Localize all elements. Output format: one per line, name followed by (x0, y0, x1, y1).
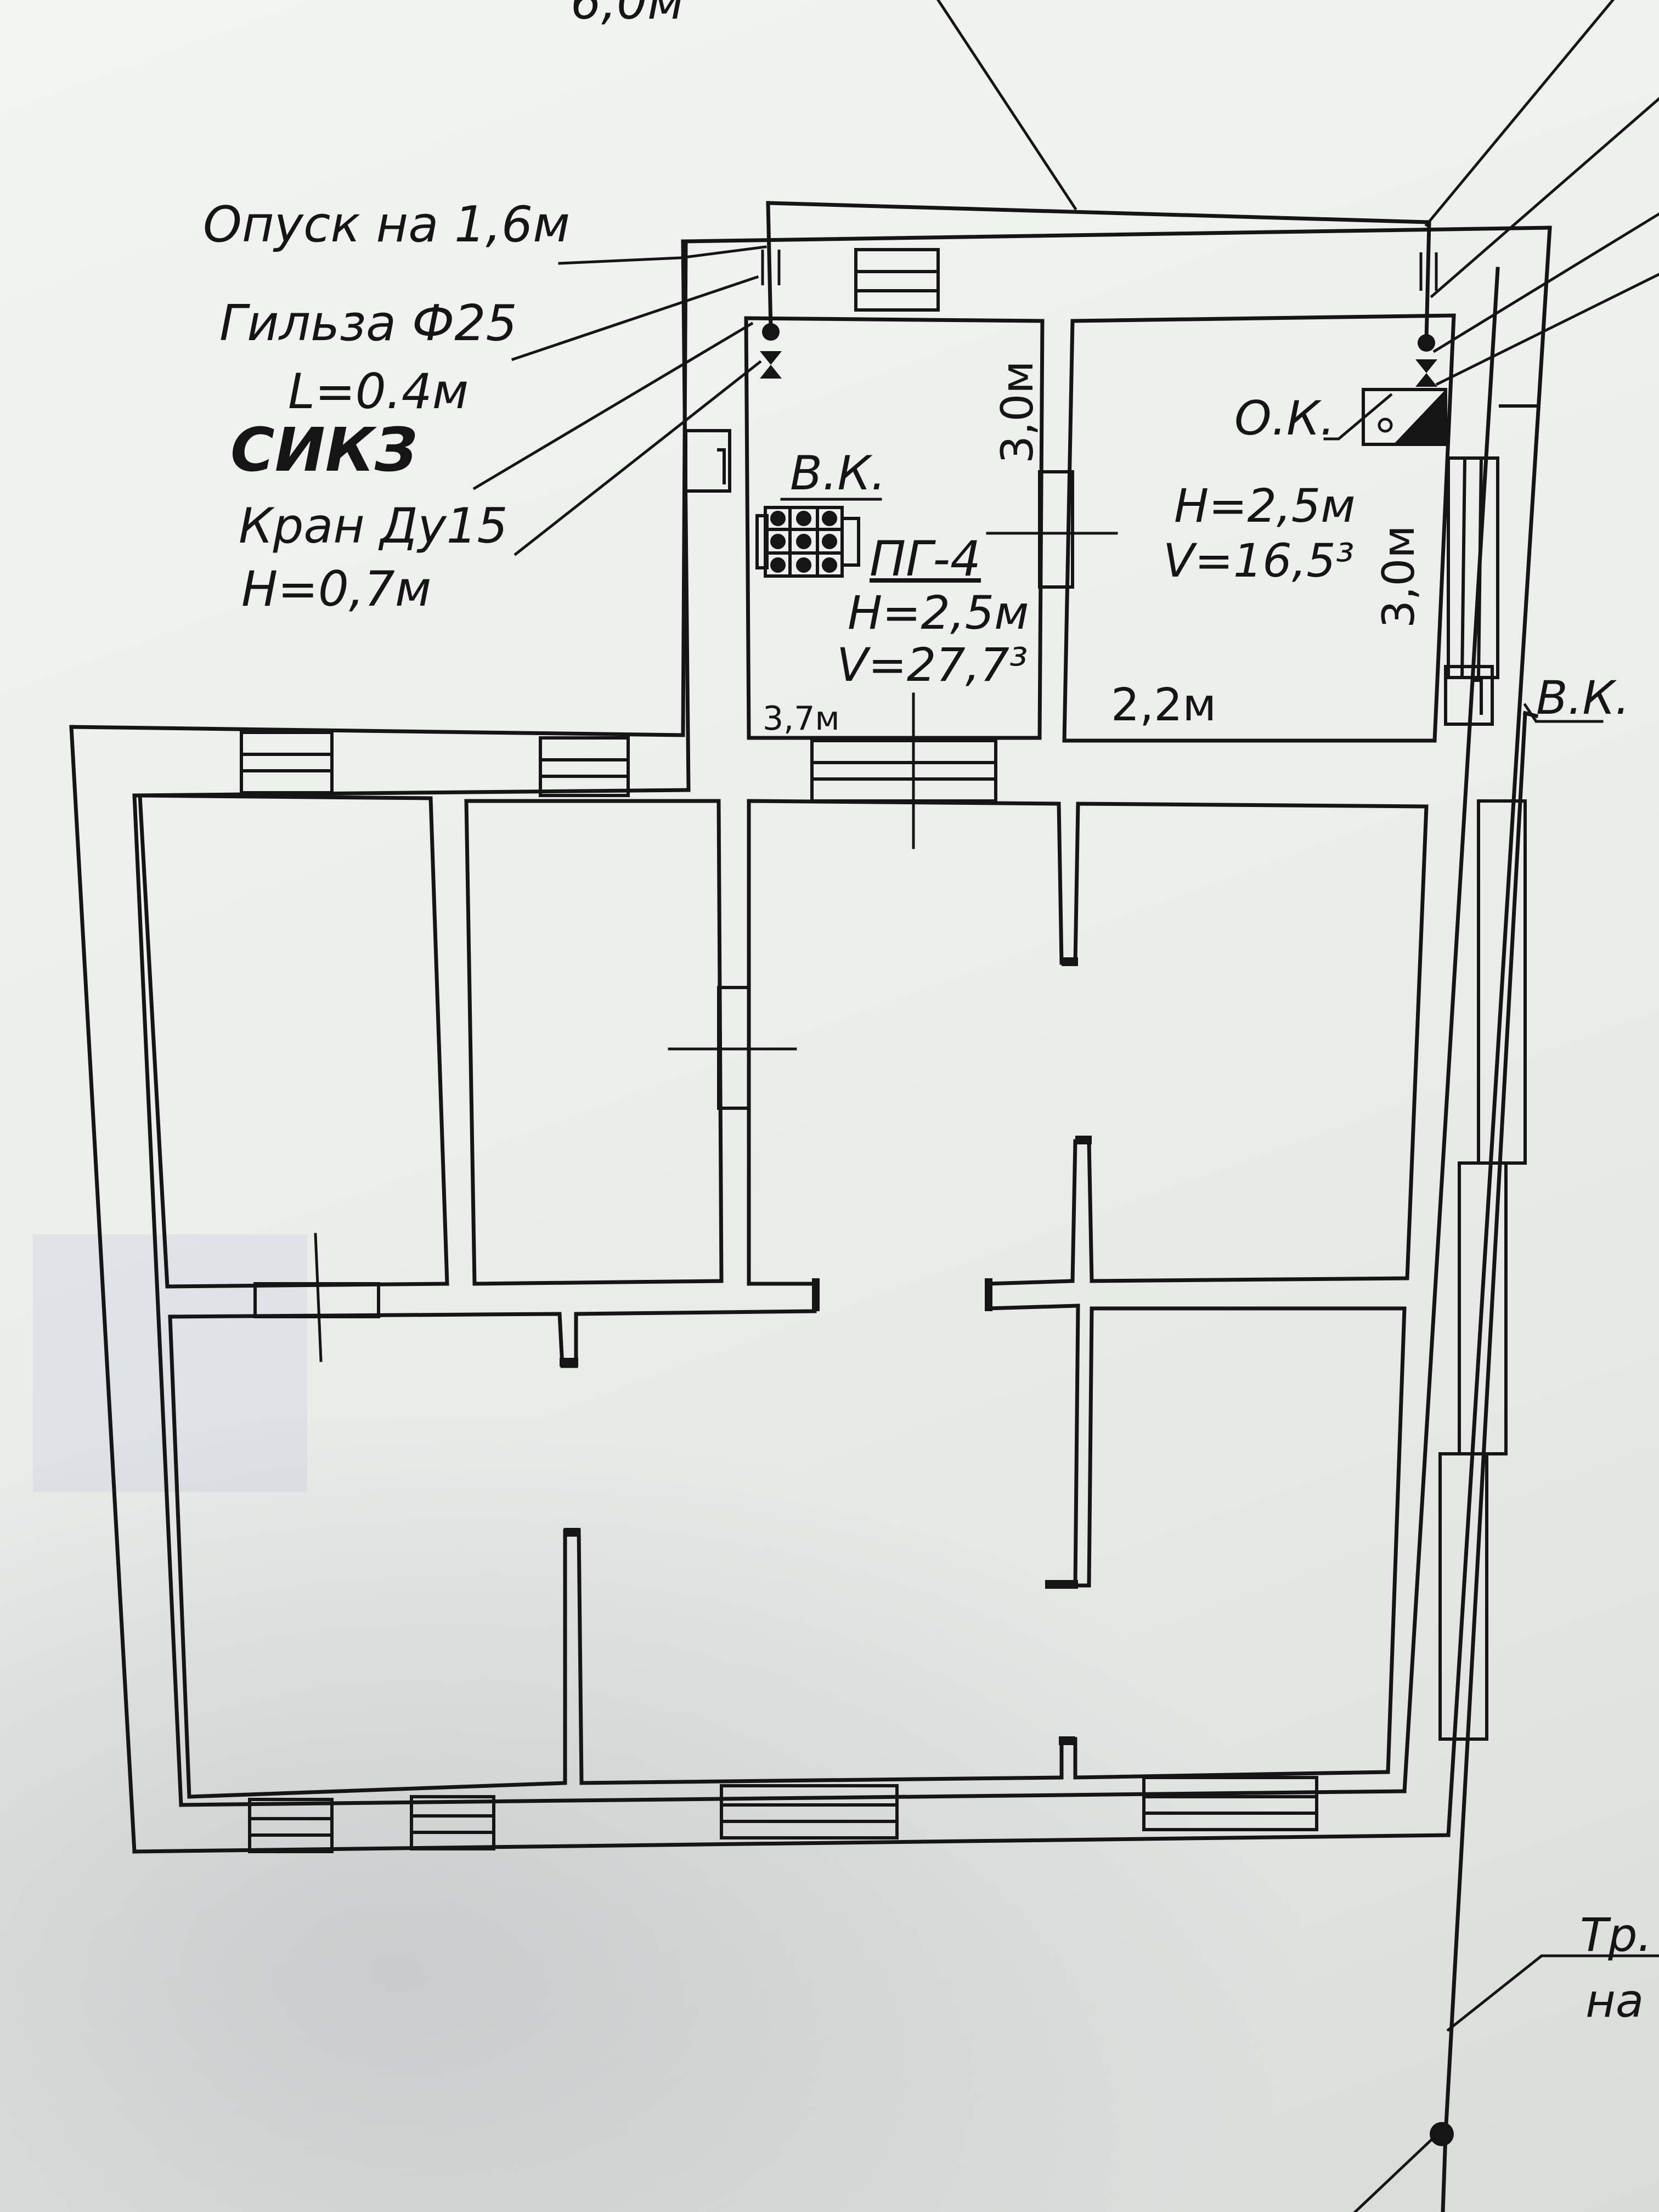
top-cut-label: 6,0м (571, 0, 684, 30)
kitchen-height-label: H=2,5м (848, 586, 1029, 640)
ok-label: О.К. (1234, 391, 1335, 446)
valve-icon-boiler (1415, 334, 1437, 387)
boiler-length-label: 3,0м (1373, 525, 1424, 628)
tr-na-label: на (1585, 1974, 1644, 2028)
boiler-icon (1362, 388, 1447, 446)
tr-label: Тр. (1580, 1908, 1652, 1962)
opusk-label: Опуск на 1,6м (203, 196, 571, 253)
section-lines (314, 532, 1118, 1362)
kitchen-length-label: 3,0м (992, 360, 1043, 464)
gas-sleeve-icon (761, 250, 1438, 291)
kitchen-volume-label: V=27,7³ (837, 638, 1028, 692)
windows (240, 248, 1527, 1853)
boiler-volume-label: V=16,5³ (1163, 534, 1355, 588)
leader-lines (472, 0, 1659, 2212)
outer-walls (69, 225, 1552, 1854)
boiler-height-label: H=2,5м (1174, 479, 1356, 533)
kran-height-label: H=0,7м (241, 561, 432, 617)
kitchen-width-label: 3,7м (763, 699, 840, 738)
vk-outer-label: В.К. (1536, 671, 1630, 725)
boiler-room (1062, 313, 1456, 743)
valve-icon-kitchen (760, 323, 782, 379)
gas-stove-icon (755, 506, 860, 578)
interior-rooms (138, 793, 1429, 1799)
ventilation-channels (684, 429, 1494, 726)
kran-label: Кран Ду15 (239, 498, 508, 554)
photo-shadow (0, 1404, 1317, 2212)
pipe-node (1430, 2122, 1454, 2146)
wall-caps (560, 957, 1092, 1745)
gilza-label: Гильза Ф25 (219, 295, 517, 352)
gas-pipe (766, 201, 1539, 2212)
gilza-length-label: L=0.4м (288, 363, 469, 420)
vk-kitchen-label: В.К. (790, 446, 886, 501)
pg-label: ПГ-4 (870, 531, 981, 587)
kitchen-room (744, 316, 1045, 740)
boiler-width-label: 2,2м (1111, 679, 1217, 731)
sikz-label: СИКЗ (230, 415, 417, 485)
